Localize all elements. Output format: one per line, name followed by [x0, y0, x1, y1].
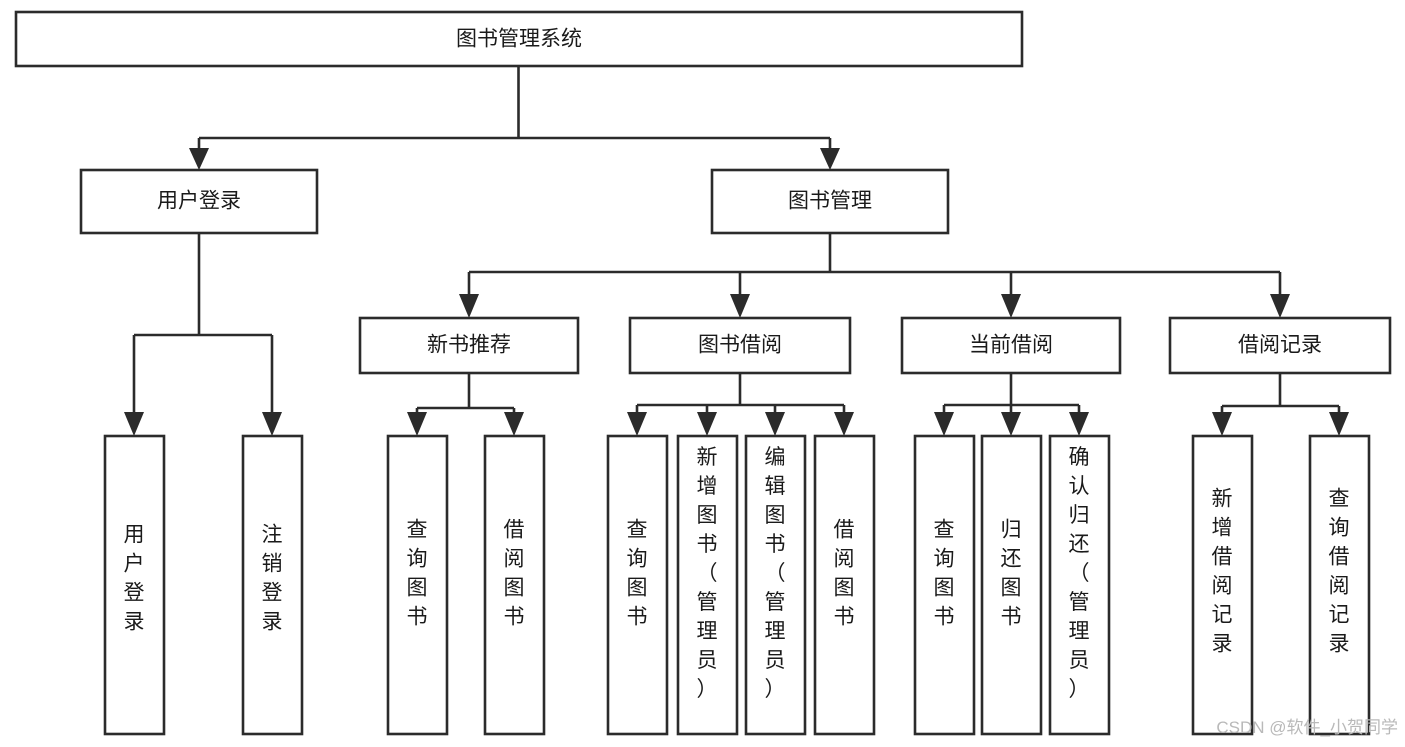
leaf-bb-borrow-book-box[interactable]: [813, 434, 876, 736]
leaf-node[interactable]: 借阅图书: [813, 434, 876, 736]
leaf-node[interactable]: 查询图书: [386, 434, 449, 736]
node-root-label: 图书管理系统: [456, 28, 582, 51]
arrow-head-book-mgmt: [820, 148, 840, 170]
node-borrow-record-box[interactable]: [1168, 316, 1392, 375]
connector-group-current-borrow: [934, 373, 1089, 436]
leaf-bb-query-book-box[interactable]: [606, 434, 669, 736]
node-book-management[interactable]: 图书管理: [710, 168, 950, 235]
arrow-head-leaf-br-2: [1329, 412, 1349, 436]
node-current-borrow-label: 当前借阅: [969, 334, 1053, 357]
arrow-head-leaf-cb-3: [1069, 412, 1089, 436]
node-user-login-box[interactable]: [79, 168, 319, 235]
arrow-head-new-book-recommend: [459, 294, 479, 318]
leaf-cb-query-book-label: 查询图书: [934, 519, 955, 629]
arrow-head-user-login: [189, 148, 209, 170]
node-book-borrow-box[interactable]: [628, 316, 852, 375]
arrow-head-leaf-user-login-1: [124, 412, 144, 436]
node-new-book-recommend-label: 新书推荐: [427, 334, 511, 357]
leaf-user-login-logout-label: 注销登录: [262, 524, 283, 634]
leaf-node[interactable]: 新增图书（管理员）: [676, 434, 739, 736]
connector-group-borrow-record: [1212, 373, 1349, 436]
node-current-borrow-box[interactable]: [900, 316, 1122, 375]
connector-group-root: [189, 66, 840, 170]
leaf-user-login-login-box[interactable]: [103, 434, 166, 736]
connector-group-user-login: [124, 233, 282, 436]
leaf-node[interactable]: 查询图书: [606, 434, 669, 736]
leaf-node[interactable]: 借阅图书: [483, 434, 546, 736]
leaf-bb-add-book-admin-box[interactable]: [676, 434, 739, 736]
node-borrow-record-label: 借阅记录: [1238, 334, 1322, 357]
leaf-bb-add-book-admin-label: 新增图书（管理员）: [697, 446, 718, 701]
node-new-book-recommend-box[interactable]: [358, 316, 580, 375]
node-book-management-label: 图书管理: [788, 190, 872, 213]
leaf-node[interactable]: 注销登录: [241, 434, 304, 736]
arrow-head-leaf-user-login-2: [262, 412, 282, 436]
node-user-login-label: 用户登录: [157, 190, 241, 213]
leaf-nbr-query-book-box[interactable]: [386, 434, 449, 736]
arrow-head-leaf-nbr-1: [407, 412, 427, 436]
arrow-head-borrow-record: [1270, 294, 1290, 318]
leaf-bb-query-book-label: 查询图书: [627, 519, 648, 629]
node-new-book-recommend[interactable]: 新书推荐: [358, 316, 580, 375]
leaf-node[interactable]: 新增借阅记录: [1191, 434, 1254, 736]
leaf-node[interactable]: 查询借阅记录: [1308, 434, 1371, 736]
arrow-head-leaf-cb-2: [1001, 412, 1021, 436]
node-borrow-record[interactable]: 借阅记录: [1168, 316, 1392, 375]
node-root-box[interactable]: [14, 10, 1024, 68]
connector-group-book-mgmt: [459, 233, 1290, 318]
arrow-head-leaf-cb-1: [934, 412, 954, 436]
arrow-head-leaf-bb-2: [697, 412, 717, 436]
node-book-borrow-label: 图书借阅: [698, 334, 782, 357]
arrow-head-leaf-nbr-2: [504, 412, 524, 436]
leaf-node[interactable]: 确认归还（管理员）: [1048, 434, 1111, 736]
node-current-borrow[interactable]: 当前借阅: [900, 316, 1122, 375]
leaf-bb-borrow-book-label: 借阅图书: [834, 519, 855, 629]
leaf-node[interactable]: 查询图书: [913, 434, 976, 736]
leaf-br-query-record-box[interactable]: [1308, 434, 1371, 736]
leaf-node[interactable]: 编辑图书（管理员）: [744, 434, 807, 736]
arrow-head-book-borrow: [730, 294, 750, 318]
leaf-cb-return-book-box[interactable]: [980, 434, 1043, 736]
connector-group-book-borrow: [627, 373, 854, 436]
leaf-br-add-record-box[interactable]: [1191, 434, 1254, 736]
leaf-cb-confirm-return-admin-box[interactable]: [1048, 434, 1111, 736]
node-book-management-box[interactable]: [710, 168, 950, 235]
leaf-user-login-login-label: 用户登录: [124, 524, 145, 634]
leaf-node[interactable]: 用户登录: [103, 434, 166, 736]
node-user-login[interactable]: 用户登录: [79, 168, 319, 235]
arrow-head-leaf-bb-4: [834, 412, 854, 436]
leaf-br-add-record-label: 新增借阅记录: [1212, 488, 1233, 656]
leaf-node[interactable]: 归还图书: [980, 434, 1043, 736]
leaf-cb-confirm-return-admin-label: 确认归还（管理员）: [1069, 446, 1090, 701]
leaf-nbr-query-book-label: 查询图书: [407, 519, 428, 629]
leaf-nbr-borrow-book-box[interactable]: [483, 434, 546, 736]
arrow-head-current-borrow: [1001, 294, 1021, 318]
arrow-head-leaf-br-1: [1212, 412, 1232, 436]
leaf-br-query-record-label: 查询借阅记录: [1329, 488, 1350, 656]
leaf-bb-edit-book-admin-box[interactable]: [744, 434, 807, 736]
csdn-watermark: CSDN @软件_小贺同学: [1216, 718, 1398, 737]
leaf-bb-edit-book-admin-label: 编辑图书（管理员）: [765, 446, 786, 701]
leaf-cb-return-book-label: 归还图书: [1001, 519, 1022, 629]
node-book-borrow[interactable]: 图书借阅: [628, 316, 852, 375]
node-root[interactable]: 图书管理系统: [14, 10, 1024, 68]
arrow-head-leaf-bb-3: [765, 412, 785, 436]
leaf-cb-query-book-box[interactable]: [913, 434, 976, 736]
arrow-head-leaf-bb-1: [627, 412, 647, 436]
leaf-nbr-borrow-book-label: 借阅图书: [504, 519, 525, 629]
connector-group-new-book-recommend: [407, 373, 524, 436]
leaf-user-login-logout-box[interactable]: [241, 434, 304, 736]
